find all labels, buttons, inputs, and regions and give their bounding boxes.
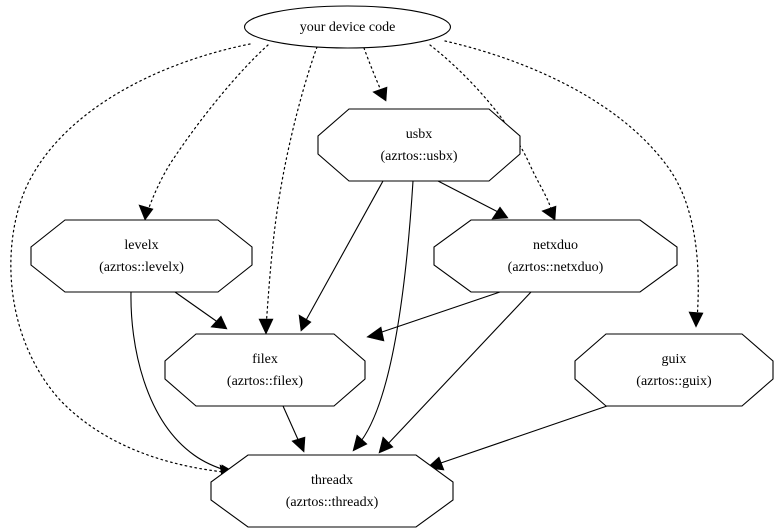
node-label-your-device-code: your device code (300, 20, 396, 35)
edge-netxduo-to-threadx (378, 291, 532, 454)
node-label-levelx-name: levelx (124, 238, 158, 253)
node-label-threadx-package: (azrtos::threadx) (286, 495, 379, 510)
node-label-usbx-name: usbx (406, 127, 432, 142)
node-your-device-code[interactable]: your device code (243, 5, 452, 49)
node-usbx[interactable]: usbx (azrtos::usbx) (317, 108, 521, 182)
node-shape-octagon (433, 219, 678, 293)
node-shape-octagon (210, 454, 454, 528)
node-threadx[interactable]: threadx (azrtos::threadx) (210, 454, 454, 528)
edge-device-to-usbx (363, 47, 388, 102)
node-levelx[interactable]: levelx (azrtos::levelx) (30, 219, 253, 293)
node-guix[interactable]: guix (azrtos::guix) (574, 333, 774, 407)
edge-guix-to-threadx (426, 405, 608, 471)
node-shape-ellipse (243, 5, 452, 49)
node-label-guix-package: (azrtos::guix) (636, 374, 712, 389)
node-filex[interactable]: filex (azrtos::filex) (164, 333, 366, 407)
edge-netxduo-to-filex (366, 291, 501, 342)
node-layer: your device code usbx (azrtos::usbx) lev… (30, 5, 774, 528)
edge-usbx-to-threadx (352, 180, 414, 452)
node-shape-octagon (574, 333, 774, 407)
node-shape-octagon (317, 108, 521, 182)
node-shape-octagon (30, 219, 253, 293)
node-label-netxduo-name: netxduo (533, 238, 578, 253)
edge-device-to-levelx (138, 44, 269, 221)
edge-levelx-to-filex (174, 291, 228, 330)
edge-device-to-netxduo (429, 44, 557, 221)
edge-device-to-guix (444, 40, 704, 328)
edge-usbx-to-netxduo (437, 180, 509, 220)
edge-device-to-filex (258, 46, 318, 335)
node-label-netxduo-package: (azrtos::netxduo) (508, 260, 604, 275)
edge-usbx-to-filex (298, 180, 384, 332)
node-label-threadx-name: threadx (311, 473, 353, 488)
node-label-levelx-package: (azrtos::levelx) (99, 260, 184, 275)
node-label-guix-name: guix (662, 352, 687, 367)
node-shape-octagon (164, 333, 366, 407)
node-label-filex-package: (azrtos::filex) (227, 374, 304, 389)
node-label-filex-name: filex (252, 352, 278, 367)
node-label-usbx-package: (azrtos::usbx) (381, 149, 458, 164)
node-netxduo[interactable]: netxduo (azrtos::netxduo) (433, 219, 678, 293)
edge-filex-to-threadx (282, 405, 306, 453)
